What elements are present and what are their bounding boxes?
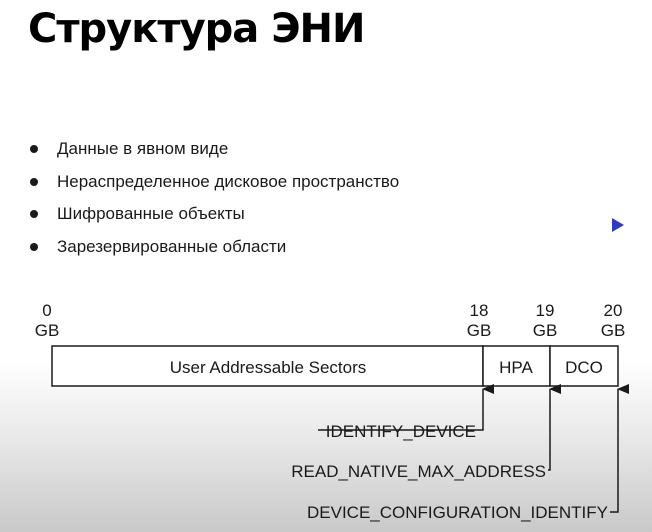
device-configuration-identify-arrow xyxy=(610,384,629,513)
bullet-dot-icon xyxy=(30,177,38,186)
bullet-item: Шифрованные объекты xyxy=(30,198,399,231)
marker-unit: GB xyxy=(601,321,626,340)
bullet-dot-icon xyxy=(30,242,38,251)
identify-device-arrow xyxy=(318,384,494,431)
region-dco xyxy=(549,345,619,387)
region-label: HPA xyxy=(499,358,533,377)
marker-unit: GB xyxy=(35,321,60,340)
bullet-list: Данные в явном виде Нераспределенное дис… xyxy=(30,133,399,263)
region-hpa xyxy=(482,345,551,387)
command-label: IDENTIFY_DEVICE xyxy=(326,422,476,441)
bullet-text: Зарезервированные области xyxy=(57,236,287,256)
command-label: READ_NATIVE_MAX_ADDRESS xyxy=(291,462,546,481)
bullet-dot-icon xyxy=(30,145,38,154)
marker-unit: GB xyxy=(467,321,492,340)
play-icon[interactable] xyxy=(612,218,624,232)
slide-title: Структура ЭНИ xyxy=(28,6,366,52)
region-user-addressable-sectors xyxy=(51,345,484,387)
bullet-text: Данные в явном виде xyxy=(57,139,229,159)
command-label: DEVICE_CONFIGURATION_IDENTIFY xyxy=(307,503,608,522)
bullet-text: Нераспределенное дисковое пространство xyxy=(57,171,400,191)
marker-unit: GB xyxy=(533,321,558,340)
marker-value: 20 xyxy=(604,301,623,320)
marker-value: 18 xyxy=(470,301,489,320)
bullet-item: Зарезервированные области xyxy=(30,231,399,264)
marker-value: 0 xyxy=(42,301,51,320)
bullet-item: Нераспределенное дисковое пространство xyxy=(30,166,399,199)
marker-value: 19 xyxy=(536,301,555,320)
bullet-item: Данные в явном виде xyxy=(30,133,399,166)
bullet-dot-icon xyxy=(30,210,38,219)
region-label: DCO xyxy=(565,358,603,377)
read-native-max-address-arrow xyxy=(548,384,561,471)
bullet-text: Шифрованные объекты xyxy=(57,204,245,224)
region-label: User Addressable Sectors xyxy=(170,358,367,377)
